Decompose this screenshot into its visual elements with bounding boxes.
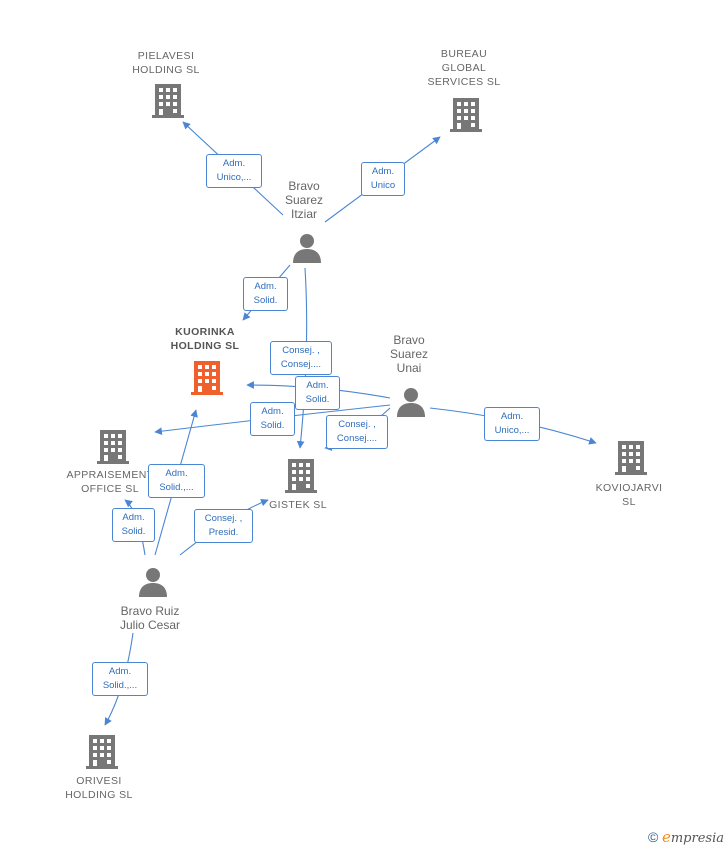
building-icon-pielavesi[interactable]	[152, 84, 184, 118]
edge-label-julio-orivesi: Adm. Solid.,...	[92, 662, 148, 696]
building-icon-koviojarvi[interactable]	[615, 441, 647, 475]
building-icon-appraisement[interactable]	[97, 430, 129, 464]
company-label-gistek[interactable]: GISTEK SL	[269, 499, 327, 511]
edge-label-julio-appraisement: Adm. Solid.	[112, 508, 155, 542]
company-label-koviojarvi[interactable]: KOVIOJARVI SL	[595, 482, 663, 508]
company-label-orivesi[interactable]: ORIVESI HOLDING SL	[65, 775, 133, 801]
company-label-bureau[interactable]: BUREAU GLOBAL SERVICES SL	[427, 48, 501, 88]
company-label-kuorinka[interactable]: KUORINKA HOLDING SL	[170, 326, 240, 352]
edge-label-unai-appraisement: Adm. Solid.	[250, 402, 295, 436]
company-label-pielavesi[interactable]: PIELAVESI HOLDING SL	[132, 50, 200, 76]
person-label-unai[interactable]: Bravo Suarez Unai	[389, 333, 429, 375]
edge-label-unai-koviojarvi: Adm. Unico,...	[484, 407, 540, 441]
building-icon-bureau[interactable]	[450, 98, 482, 132]
edge-label-julio-gistek: Consej. , Presid.	[194, 509, 253, 543]
person-label-julio[interactable]: Bravo Ruiz Julio Cesar	[119, 604, 181, 632]
building-icon-orivesi[interactable]	[86, 735, 118, 769]
edge-label-itziar-bureau: Adm. Unico	[361, 162, 405, 196]
edge-label-itziar-kuorinka: Adm. Solid.	[243, 277, 288, 311]
edge-label-unai-kuorinka: Adm. Solid.	[295, 376, 340, 410]
edge-label-julio-kuorinka: Adm. Solid.,...	[148, 464, 205, 498]
edge-label-itziar-pielavesi: Adm. Unico,...	[206, 154, 262, 188]
building-icon-gistek[interactable]	[285, 459, 317, 493]
company-label-appraisement[interactable]: APPRAISEMENT OFFICE SL	[66, 469, 154, 495]
building-icon-kuorinka[interactable]	[191, 361, 223, 395]
empresia-logo: © empresia	[648, 828, 724, 846]
person-label-itziar[interactable]: Bravo Suarez Itziar	[284, 179, 324, 221]
edge-label-unai-gistek: Consej. , Consej....	[326, 415, 388, 449]
brand-e: e	[661, 828, 671, 846]
person-icon-julio[interactable]	[139, 568, 167, 597]
person-icon-itziar[interactable]	[293, 234, 321, 263]
brand-name: mpresia	[670, 831, 724, 846]
person-icon-unai[interactable]	[397, 388, 425, 417]
edge-label-itziar-gistek: Consej. , Consej....	[270, 341, 332, 375]
copyright-icon: ©	[648, 829, 659, 845]
